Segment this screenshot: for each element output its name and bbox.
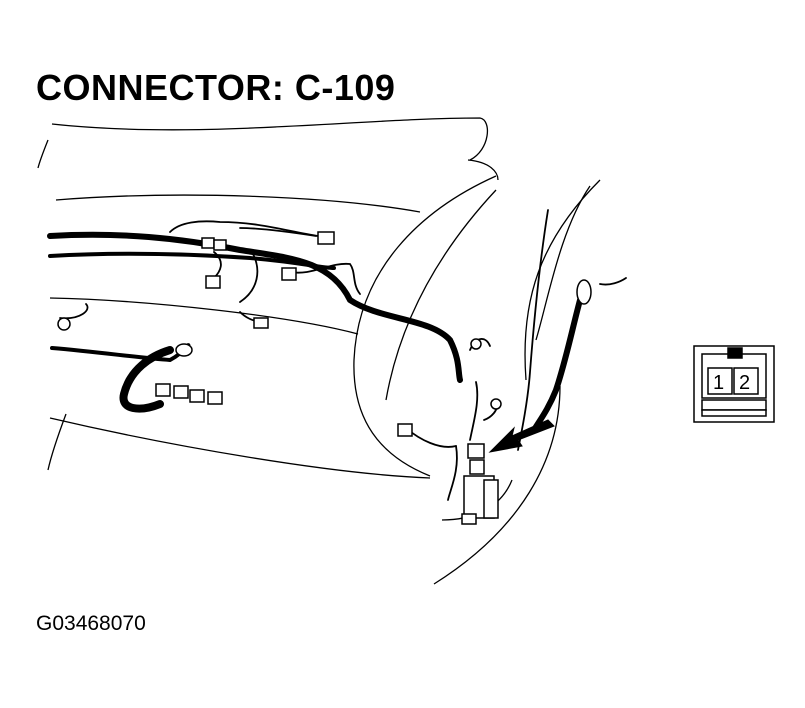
pointer-arrow [488,419,555,453]
pin-label-2: 2 [739,372,750,394]
branch-wires [59,209,627,501]
main-harness [47,231,583,433]
pin-cell-1 [707,367,733,395]
connector-c109-location [461,443,499,525]
pin-cell-2 [733,367,759,395]
pin-label-1: 1 [713,372,724,394]
connector-title: CONNECTOR: C-109 [36,67,396,108]
vehicle-body-outline [37,117,601,585]
figure-id: G03468070 [36,612,146,635]
harness-connectors [57,231,592,437]
connector-face-view [693,345,775,423]
